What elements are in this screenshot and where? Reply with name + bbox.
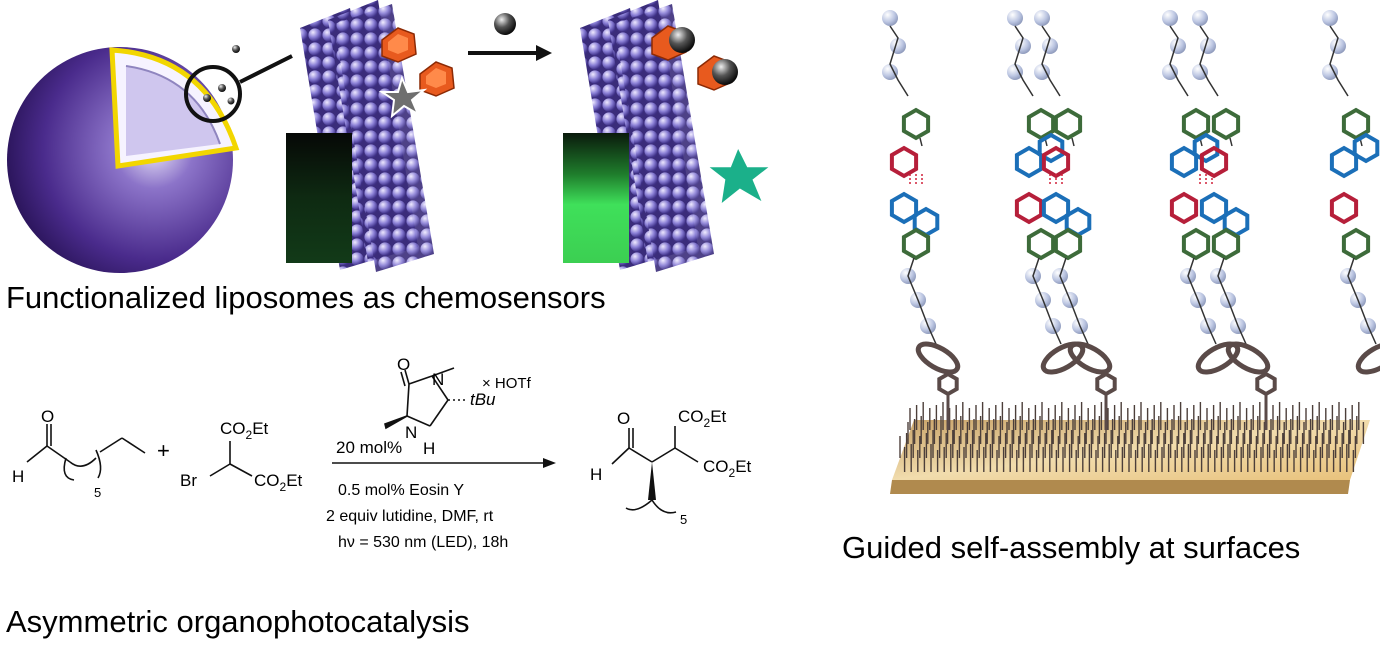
catalyst-tbu: tBu	[470, 390, 496, 409]
molecular-strand	[882, 10, 961, 375]
catalysis-caption: Asymmetric organophotocatalysis	[6, 604, 470, 639]
reaction-scheme: O H 5 + CO2Et Br CO2Et O N N H t	[12, 355, 752, 551]
catalyst-atom-N1: N	[432, 370, 444, 389]
reagent-bromomalonate	[209, 441, 253, 477]
catalyst-atom-N2: N	[405, 423, 417, 442]
condition-photocatalyst: 0.5 mol% Eosin Y	[338, 482, 464, 499]
condition-light: hν = 530 nm (LED), 18h	[338, 534, 508, 551]
bromomalonate-br: Br	[180, 471, 197, 490]
catalyst-salt: × HOTf	[482, 375, 532, 392]
reaction-arrow-icon	[543, 458, 556, 468]
molecular-strand	[1322, 10, 1380, 375]
anchor-tripod	[1255, 371, 1277, 430]
receptor-gem-icon	[381, 27, 455, 97]
fluorophore-star-icon	[702, 142, 776, 209]
product-co2et-right: CO2Et	[703, 457, 752, 480]
catalyst-atom-O: O	[397, 355, 410, 374]
bromomalonate-right: CO2Et	[254, 471, 303, 494]
zoom-circle-icon	[184, 65, 242, 123]
molecular-strand	[1162, 10, 1241, 375]
molecular-strand	[1192, 10, 1271, 375]
product-structure	[611, 426, 699, 514]
vial-dim	[286, 133, 352, 263]
aldehyde-subscript: 5	[94, 485, 101, 500]
condition-base-solvent: 2 equiv lutidine, DMF, rt	[326, 508, 494, 525]
product-subscript: 5	[680, 512, 687, 527]
anchor-tripod	[937, 371, 959, 430]
catalyst-structure	[384, 367, 468, 430]
aldehyde-atom-H: H	[12, 467, 24, 486]
liposome-illustration	[7, 0, 776, 273]
condition-catalyst-loading: 20 mol%	[336, 438, 402, 457]
catalyst-atom-H: H	[423, 439, 435, 458]
plus-sign: +	[157, 438, 170, 463]
quenched-fluorophore-star-icon	[378, 75, 428, 119]
reagent-aldehyde	[26, 424, 146, 481]
vial-bright	[563, 133, 629, 263]
anchor-tripod	[1095, 371, 1117, 430]
liposome-caption: Functionalized liposomes as chemosensors	[6, 280, 606, 315]
product-co2et-top: CO2Et	[678, 407, 727, 430]
reaction-arrow-icon	[536, 45, 552, 61]
aldehyde-atom-O: O	[41, 407, 54, 426]
molecular-strand	[1007, 10, 1086, 375]
product-atom-O: O	[617, 409, 630, 428]
product-atom-H: H	[590, 465, 602, 484]
molecular-strand	[1034, 10, 1113, 375]
analyte-ball-icon	[494, 13, 516, 35]
receptor-gem-bound-icon	[651, 25, 738, 91]
self-assembly-illustration	[882, 10, 1380, 494]
assembly-caption: Guided self-assembly at surfaces	[842, 530, 1301, 565]
bromomalonate-top: CO2Et	[220, 419, 269, 442]
